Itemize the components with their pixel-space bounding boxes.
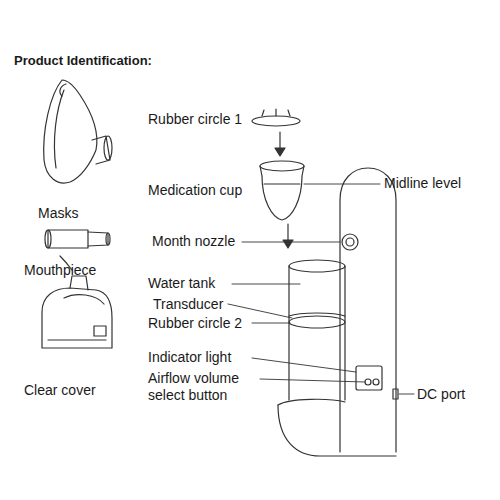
part-label: Rubber circle 1 [148, 111, 242, 128]
mouthpiece-drawing [45, 230, 110, 248]
leader-lines [228, 184, 414, 394]
part-label: Masks [38, 205, 78, 222]
part-label: Clear cover [24, 382, 96, 399]
part-label: Mouthpiece [24, 262, 96, 279]
part-label: Rubber circle 2 [148, 315, 242, 332]
medication-cup [260, 161, 304, 220]
part-label: Transducer [153, 296, 223, 313]
rubber-ring-1 [252, 109, 300, 126]
part-label: DC port [417, 386, 465, 403]
part-label: Indicator light [148, 349, 231, 366]
part-label: Midline level [384, 175, 461, 192]
diagram-title: Product Identification: [14, 52, 152, 69]
device-body [278, 168, 398, 456]
part-label: Month nozzle [152, 233, 235, 250]
part-label: Water tank [148, 275, 215, 292]
part-label: Medication cup [148, 182, 242, 199]
mask-drawing [44, 80, 112, 183]
part-label: Airflow volume select button [148, 370, 260, 404]
